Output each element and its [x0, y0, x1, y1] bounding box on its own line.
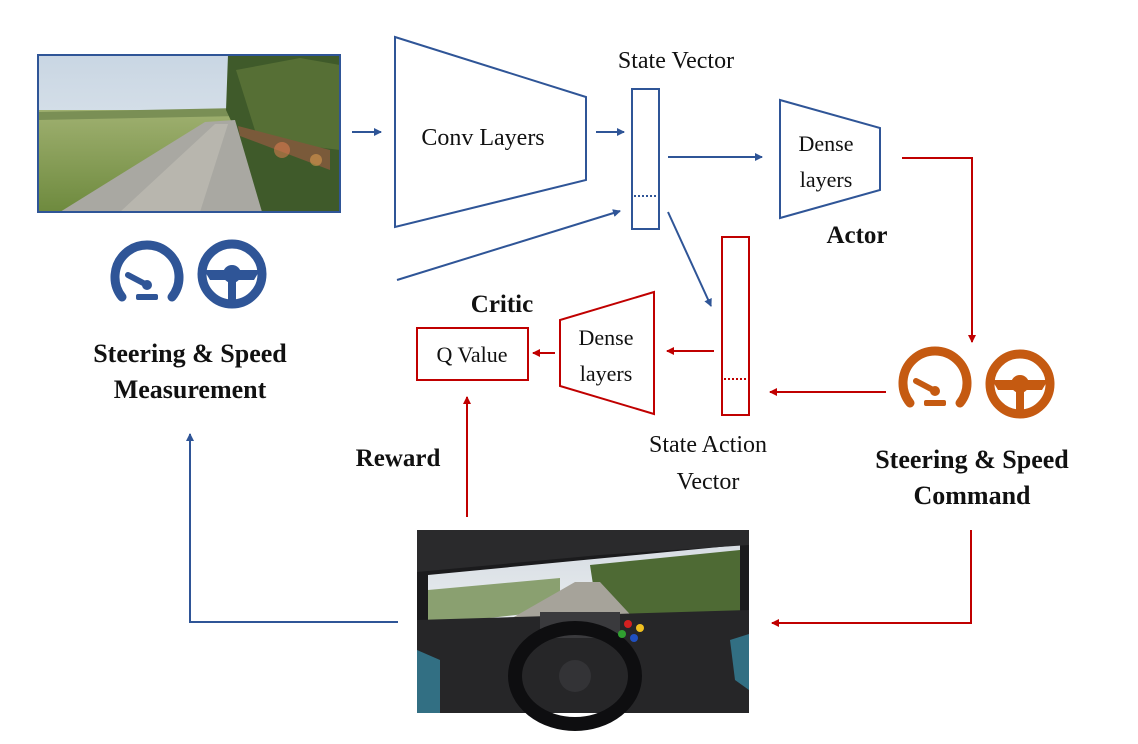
- arrow-command-to-vehicle: [771, 530, 972, 627]
- critic-label: Critic: [471, 291, 533, 318]
- measurement-speedometer-icon: [110, 240, 184, 302]
- state-action-vector-bar: [721, 236, 750, 416]
- actor-dense-label-2: layers: [800, 167, 853, 192]
- conv-layers-block: [394, 35, 587, 229]
- state-action-label-1: State Action: [649, 432, 767, 458]
- road-photo: [37, 54, 341, 213]
- measurement-label-1: Steering & Speed: [93, 339, 287, 368]
- critic-dense-label-1: Dense: [579, 325, 634, 350]
- arrow-actor-to-command: [902, 157, 976, 343]
- state-action-label-2: Vector: [677, 469, 740, 495]
- arrow-measurement-to-state-vector: [396, 209, 621, 281]
- critic-dense-label-2: layers: [580, 361, 633, 386]
- arrow-vehicle-to-measurement: [186, 433, 398, 623]
- state-vector-bar: [631, 88, 660, 230]
- arrow-state-to-state-action: [667, 211, 712, 307]
- command-steering-wheel-icon: [985, 349, 1055, 419]
- q-value-label: Q Value: [436, 342, 507, 367]
- conv-layers-label: Conv Layers: [421, 125, 544, 151]
- command-label-1: Steering & Speed: [875, 445, 1069, 474]
- command-speedometer-icon: [898, 346, 972, 408]
- state-vector-label: State Vector: [618, 48, 734, 74]
- measurement-label-2: Measurement: [114, 375, 267, 404]
- actor-label: Actor: [826, 222, 887, 249]
- cockpit-photo: [417, 530, 749, 731]
- actor-dense-block: [779, 98, 881, 220]
- measurement-steering-wheel-icon: [197, 239, 267, 309]
- q-value-box: [416, 327, 529, 381]
- critic-dense-block: [559, 290, 655, 416]
- actor-dense-label-1: Dense: [799, 131, 854, 156]
- command-label-2: Command: [913, 481, 1031, 510]
- reward-label: Reward: [356, 445, 441, 472]
